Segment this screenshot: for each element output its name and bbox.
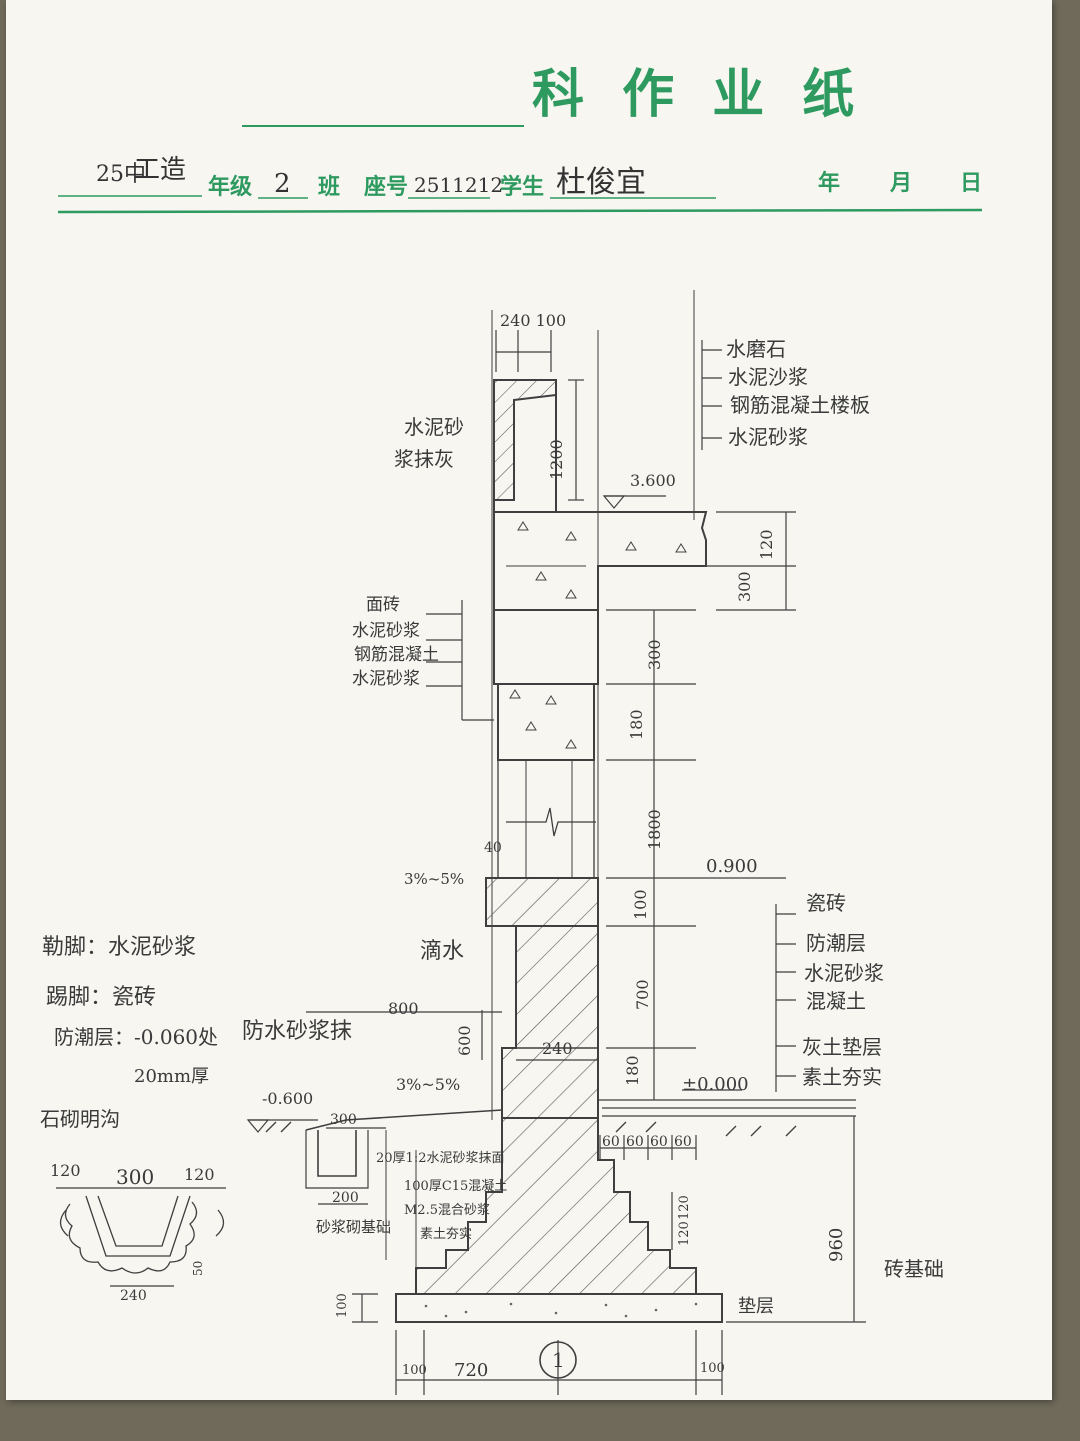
roof-layer-4: 水泥砂浆 [728,425,808,449]
axis-bubble [539,1341,577,1379]
wall-dim-180: 180 [627,709,646,740]
footing-depth: 960 [826,1228,847,1262]
lintel-layer-4: 水泥砂浆 [352,669,420,689]
seat-value: 2511212 [414,173,503,197]
class-value: 2 [274,169,291,199]
left-note-3: 防潮层：-0.060处 [54,1025,218,1049]
ditch-detail [56,1187,226,1287]
plinth-note: 防水砂浆抹 [242,1019,352,1044]
wall-dim-180b: 180 [623,1055,642,1086]
cushion-layer [395,1293,723,1323]
wall-dim-100: 100 [631,889,650,920]
floor-layer-2: 防潮层 [806,931,866,955]
bottom-dim-1: 100 [402,1363,427,1378]
ground-level: ±0.000 [682,1074,749,1095]
upper-wall [493,609,599,685]
parapet-note-1: 水泥砂 [404,415,464,439]
ditch-base: 砂浆砌基础 [316,1218,391,1236]
student-name: 杜俊宜 [556,165,646,200]
bottom-dim-2: 720 [454,1360,488,1381]
header: 科 作 业 纸 25中 工造 年级 2 班 座号 2511212 学生 杜俊宜 … [57,65,983,214]
apron-layer-2: 100厚C15混凝土 [404,1178,507,1194]
year-label: 年 [818,170,840,196]
floor-layer-4: 混凝土 [806,989,866,1013]
apron-layer-3: M2.5混合砂浆 [404,1203,490,1218]
floor-layer-5: 灰土垫层 [802,1035,882,1059]
day-label: 日 [960,171,982,196]
sill-slope: 3%~5% [404,870,464,888]
cushion-thickness: 100 [335,1293,350,1318]
footing-label: 砖基础 [884,1257,944,1281]
floor-layer-3: 水泥砂浆 [804,961,884,985]
lintel-layer-3: 钢筋混凝土 [354,645,439,665]
brick-footing [415,1117,697,1295]
plinth-width: 800 [388,999,419,1018]
window-sill [485,877,599,927]
lintel-layer-2: 水泥砂浆 [352,621,420,641]
footing-step-4: 60 [674,1134,692,1150]
grade-value: 工造 [134,155,186,185]
worksheet-paper: 科 作 业 纸 25中 工造 年级 2 班 座号 2511212 学生 杜俊宜 … [6,0,1052,1400]
sill-small-dim: 40 [484,840,502,856]
ditch-dim-2: 300 [116,1165,154,1189]
ditch-dim-5: 50 [191,1261,205,1276]
roof-level: 3.600 [630,471,676,490]
left-note-2: 踢脚：瓷砖 [46,985,156,1010]
seat-label: 座号 [364,174,408,200]
floor-layer-1: 瓷砖 [806,891,846,915]
wall-dim-1800: 1800 [645,809,664,850]
lintel-beam [497,683,595,761]
roof-layer-1: 水磨石 [726,337,786,361]
ditch-width: 200 [332,1190,359,1206]
sill-level: 0.900 [706,856,758,877]
parapet-note-2: 浆抹灰 [394,447,454,471]
wall-dim-300: 300 [645,639,664,670]
axis-label: 1 [552,1348,565,1372]
class-label: 班 [318,175,340,200]
roof-layer-2: 水泥沙浆 [728,365,808,389]
left-note-1: 勒脚：水泥砂浆 [42,935,196,960]
lower-wall [498,925,599,1119]
left-note-4: 20mm厚 [134,1066,209,1087]
parapet-top-dim: 240 100 [500,311,566,330]
floor-layer-6: 素土夯实 [802,1065,882,1089]
grade-prefix: 25中 [96,162,146,187]
footing-step-height-2: 120 [677,1221,692,1246]
parapet-height-dim: 1200 [547,439,566,480]
slab-dim-1: 120 [757,529,776,560]
outdoor-level: -0.600 [262,1089,313,1108]
apron-layer-1: 20厚1:2水泥砂浆抹面 [376,1151,504,1166]
concrete-hatch [509,521,687,749]
labels: 240 100 1200 水泥砂 浆抹灰 水磨石 水泥沙浆 钢筋混凝土楼板 水泥… [40,311,944,1381]
footing-step-2: 60 [626,1134,644,1150]
lintel-layer-1: 面砖 [366,595,400,615]
plinth-height: 600 [455,1025,474,1056]
ditch-dim-3: 120 [184,1165,215,1184]
wall-dim-700: 700 [633,979,652,1010]
wall-section-drawing: 科 作 业 纸 25中 工造 年级 2 班 座号 2511212 学生 杜俊宜 … [40,65,983,1395]
header-rule [57,208,983,214]
ditch-dim-1: 120 [50,1161,81,1180]
month-label: 月 [889,171,912,196]
student-label: 学生 [500,174,544,200]
slab-dim-2: 300 [735,571,754,602]
dimension-lines [246,330,866,1395]
roof-layer-3: 钢筋混凝土楼板 [730,393,870,417]
wall-width: 240 [542,1039,573,1058]
ditch-dim-4: 240 [120,1288,147,1304]
section-geometry [265,290,856,1323]
footing-step-height-1: 120 [677,1195,692,1220]
header-title: 科 作 业 纸 [532,65,864,125]
cushion-label: 垫层 [738,1296,774,1317]
footing-step-1: 60 [602,1134,620,1150]
drip-note: 滴水 [420,939,464,964]
bottom-dim-3: 100 [700,1361,725,1376]
apron-width: 300 [330,1112,357,1128]
apron-slope: 3%~5% [396,1075,460,1094]
footing-step-3: 60 [650,1134,668,1150]
apron-layer-4: 素土夯实 [420,1227,472,1242]
grade-label: 年级 [208,174,252,200]
ditch-title: 石砌明沟 [40,1107,120,1131]
